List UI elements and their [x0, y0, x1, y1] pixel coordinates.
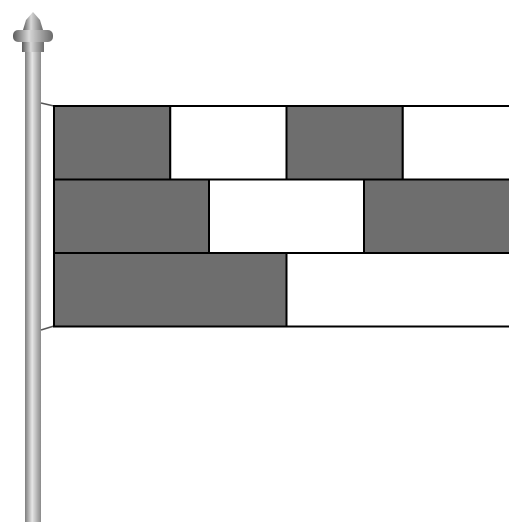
shaded-cell — [54, 106, 170, 180]
shaded-cell — [54, 253, 287, 327]
finial-neck — [22, 42, 44, 52]
flag-bottom-hanger — [41, 326, 54, 330]
finial-collar — [13, 30, 53, 42]
flagpole — [13, 12, 54, 522]
unshaded-cell — [170, 106, 286, 180]
shaded-cell — [54, 180, 209, 254]
flag-top-hanger — [41, 103, 54, 106]
pole-finial — [13, 12, 53, 52]
unshaded-cell — [209, 180, 364, 254]
shaded-cell — [364, 180, 509, 254]
flag-grid — [54, 106, 509, 327]
unshaded-cell — [403, 106, 509, 180]
flag-row-3 — [54, 253, 509, 327]
flag-row-1 — [54, 106, 509, 180]
unshaded-cell — [287, 253, 509, 327]
finial-tip — [23, 12, 43, 30]
shaded-cell — [287, 106, 403, 180]
pole-shaft — [25, 52, 41, 522]
flag-row-2 — [54, 180, 509, 254]
